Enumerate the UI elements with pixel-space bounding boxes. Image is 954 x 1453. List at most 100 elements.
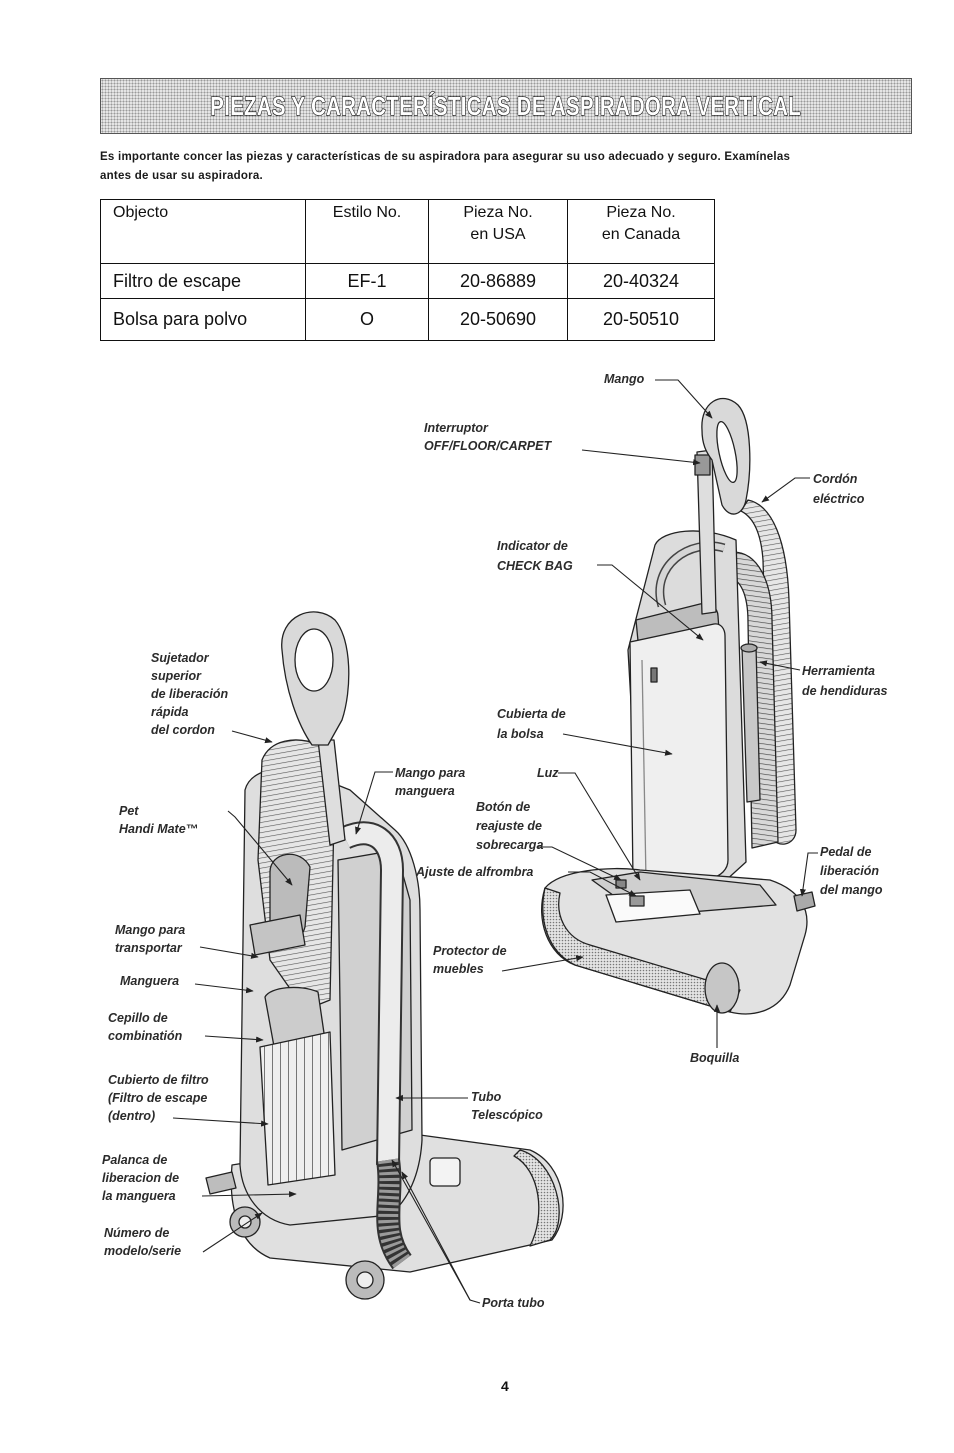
- callout-sujetador: Sujetador superior de liberación rápida …: [151, 649, 228, 739]
- callout-cubierta-bolsa: Cubierta de la bolsa: [497, 704, 566, 744]
- callout-mango-transportar: Mango para transportar: [115, 921, 185, 957]
- callout-numero: Número de modelo/serie: [104, 1224, 181, 1260]
- callout-mango-manguera: Mango para manguera: [395, 764, 465, 800]
- callout-text: del mango: [820, 883, 883, 897]
- callout-text: Handi Mate™: [119, 822, 199, 836]
- callout-text: Cubierta de: [497, 707, 566, 721]
- leader-mango-transportar: [199, 946, 259, 959]
- callout-text: Cordón: [813, 472, 858, 486]
- header-text: Objecto: [113, 204, 169, 221]
- carry-handle: [249, 914, 306, 956]
- callout-protector: Protector de muebles: [433, 942, 507, 978]
- callout-pedal: Pedal de liberación del mango: [820, 843, 883, 900]
- header-text: Pieza No.: [463, 204, 533, 221]
- callout-check-bag: Indicator de CHECK BAG: [497, 536, 573, 576]
- callout-text: reajuste de: [476, 819, 543, 833]
- bag-cover-emblem: [650, 667, 658, 683]
- table-header-row: Objecto Estilo No. Pieza No. en USA Piez…: [100, 199, 715, 264]
- title-banner: PIEZAS Y CARACTERÍSTICAS DE ASPIRADORA V…: [100, 78, 912, 134]
- callout-text: Número de: [104, 1226, 170, 1240]
- leader-cubierta-bolsa: [562, 733, 673, 756]
- page-number: 4: [501, 1378, 509, 1394]
- leader-cordon: [761, 477, 810, 503]
- callout-text: Ajuste de alfrombra: [416, 865, 534, 879]
- callout-text: Porta tubo: [482, 1296, 545, 1310]
- intro-paragraph: Es importante concer las piezas y caract…: [100, 148, 790, 186]
- callout-cordon: Cordón eléctrico: [813, 469, 864, 509]
- handle-loop-opening: [294, 628, 334, 692]
- callout-text: Pet: [119, 804, 139, 818]
- callout-text: sobrecarga: [476, 838, 544, 852]
- callout-text: modelo/serie: [104, 1244, 182, 1258]
- callout-text: Palanca de: [102, 1153, 168, 1167]
- hose-release-lever: [205, 1171, 237, 1195]
- header-estilo: Estilo No.: [305, 199, 429, 264]
- leader-cubierto-filtro: [172, 1117, 269, 1127]
- nozzle-door: [429, 1157, 461, 1187]
- carpet-height-knob: [629, 895, 645, 907]
- callout-interruptor: Interruptor OFF/FLOOR/CARPET: [424, 419, 551, 455]
- leader-luz: [558, 772, 641, 881]
- callout-luz: Luz: [537, 764, 559, 782]
- leader-check-bag: [597, 564, 704, 641]
- callout-text: rápida: [151, 705, 189, 719]
- callout-text: combinatión: [108, 1029, 183, 1043]
- callout-text: superior: [151, 669, 202, 683]
- bag-cover: [629, 623, 729, 893]
- telescopic-tube: [340, 823, 402, 1166]
- callout-text: Cubierto de filtro: [108, 1073, 209, 1087]
- leader-lines: [172, 379, 818, 1304]
- callout-text: Indicator de: [497, 539, 568, 553]
- leader-pet-handi-mate: [227, 810, 293, 886]
- table-cell: 20-50690: [428, 298, 568, 341]
- table-row: Filtro de escape EF-1 20-86889 20-40324: [100, 263, 715, 299]
- handle-release-pedal: [793, 891, 816, 912]
- leader-mango-manguera: [355, 771, 393, 835]
- callout-text: Telescópico: [471, 1108, 543, 1122]
- callout-text: la bolsa: [497, 727, 544, 741]
- callout-boton: Botón de reajuste de sobrecarga: [476, 798, 543, 855]
- callout-text: del cordon: [151, 723, 215, 737]
- upright-vacuum-rear: [205, 611, 564, 1300]
- leader-cepillo: [204, 1035, 264, 1043]
- table-cell: Bolsa para polvo: [100, 298, 306, 341]
- header-text: en Canada: [601, 226, 681, 243]
- upright-vacuum-front: [541, 397, 816, 1015]
- header-text: Estilo No.: [332, 204, 402, 221]
- callout-text: Botón de: [476, 800, 531, 814]
- callout-text: manguera: [395, 784, 455, 798]
- callout-text: Mango: [604, 372, 645, 386]
- callout-text: Cepillo de: [108, 1011, 168, 1025]
- intro-line: antes de usar su aspiradora.: [100, 170, 263, 182]
- callout-text: (Filtro de escape: [108, 1091, 208, 1105]
- table-cell: Filtro de escape: [100, 263, 306, 299]
- callout-palanca: Palanca de liberacion de la manguera: [102, 1151, 179, 1205]
- callout-text: Pedal de: [820, 845, 872, 859]
- filter-cover: [259, 1031, 336, 1186]
- callout-text: Herramienta: [802, 664, 875, 678]
- header-pieza-canada: Pieza No. en Canada: [567, 199, 715, 264]
- callout-text: eléctrico: [813, 492, 865, 506]
- leader-ajuste: [568, 871, 637, 897]
- table-cell: 20-50510: [567, 298, 715, 341]
- table-cell: 20-86889: [428, 263, 568, 299]
- callout-text: Sujetador: [151, 651, 209, 665]
- callout-porta-tubo: Porta tubo: [482, 1294, 545, 1312]
- leader-palanca: [201, 1191, 297, 1198]
- callout-pet-handi-mate: Pet Handi Mate™: [119, 802, 198, 838]
- leader-protector: [501, 955, 584, 972]
- callout-boquilla: Boquilla: [690, 1049, 739, 1067]
- rear-wheel-hub: [238, 1215, 252, 1229]
- callout-manguera: Manguera: [120, 972, 179, 990]
- table-cell: O: [305, 298, 429, 341]
- rear-wheel-hub: [356, 1271, 374, 1289]
- hose-spiral: [378, 1158, 411, 1268]
- callout-text: Protector de: [433, 944, 507, 958]
- leader-interruptor: [581, 449, 701, 466]
- callout-cepillo: Cepillo de combinatión: [108, 1009, 182, 1045]
- callout-herramienta: Herramienta de hendiduras: [802, 661, 887, 701]
- leader-numero: [202, 1212, 263, 1253]
- leader-herramienta: [759, 660, 801, 671]
- intro-line: Es importante concer las piezas y caract…: [100, 151, 791, 163]
